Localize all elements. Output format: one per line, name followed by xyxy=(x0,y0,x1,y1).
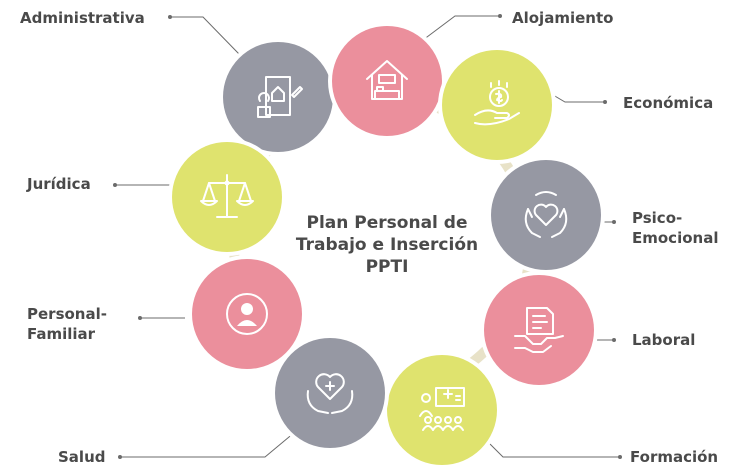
node-circle-administrativa xyxy=(223,42,333,152)
node-circle-formacion xyxy=(387,355,497,465)
label-juridica: Jurídica xyxy=(27,175,91,193)
label-laboral: Laboral xyxy=(632,331,696,349)
label-psico-emocional: Psico- Emocional xyxy=(632,209,719,247)
node-circle-salud xyxy=(275,338,385,448)
handshake-icon xyxy=(514,307,564,353)
label-administrativa: Administrativa xyxy=(20,9,145,27)
leader-lines xyxy=(113,14,622,459)
node-circle-alojamiento xyxy=(332,26,442,136)
money-hand-icon xyxy=(474,80,520,126)
leader-line-formacion xyxy=(485,439,620,458)
node-laboral xyxy=(480,271,598,389)
leader-dot-personal-familiar xyxy=(138,316,142,320)
classroom-icon xyxy=(419,387,465,431)
leader-dot-laboral xyxy=(612,338,616,342)
center-title-line-3: PPTI xyxy=(365,257,409,277)
leader-line-salud xyxy=(120,431,296,458)
label-alojamiento: Alojamiento xyxy=(512,9,614,27)
node-personal-familiar xyxy=(188,255,306,373)
leader-dot-formacion xyxy=(618,455,622,459)
node-economica xyxy=(438,46,556,164)
leader-dot-economica xyxy=(603,100,607,104)
leader-line-alojamiento xyxy=(422,15,500,41)
leader-line-administrativa xyxy=(170,16,241,56)
topic-nodes xyxy=(168,22,605,466)
leader-dot-juridica xyxy=(113,183,117,187)
leader-dot-administrativa xyxy=(168,15,172,19)
label-formacion: Formación xyxy=(630,448,719,466)
center-title: Plan Personal de Trabajo e Inserción PPT… xyxy=(272,212,502,278)
node-alojamiento xyxy=(328,22,446,140)
heart-care-icon xyxy=(306,373,354,414)
leader-line-economica xyxy=(547,91,605,103)
node-psico-emocional xyxy=(487,156,605,274)
person-icon xyxy=(226,293,268,335)
node-salud xyxy=(271,334,389,452)
scales-icon xyxy=(200,174,254,218)
node-circle-laboral xyxy=(484,275,594,385)
document-house-icon xyxy=(257,76,303,118)
center-title-line-1: Plan Personal de xyxy=(306,213,468,233)
node-juridica xyxy=(168,138,286,256)
label-salud: Salud xyxy=(58,448,106,466)
leader-dot-alojamiento xyxy=(498,14,502,18)
node-formacion xyxy=(383,351,501,466)
node-administrativa xyxy=(219,38,337,156)
leader-dot-salud xyxy=(118,455,122,459)
label-economica: Económica xyxy=(623,94,714,112)
center-title-line-2: Trabajo e Inserción xyxy=(295,235,479,255)
label-personal-familiar: Personal- Familiar xyxy=(27,305,107,343)
leader-dot-psico-emocional xyxy=(612,220,616,224)
house-icon xyxy=(366,60,408,100)
hands-heart-icon xyxy=(524,191,568,238)
node-circle-psico-emocional xyxy=(491,160,601,270)
